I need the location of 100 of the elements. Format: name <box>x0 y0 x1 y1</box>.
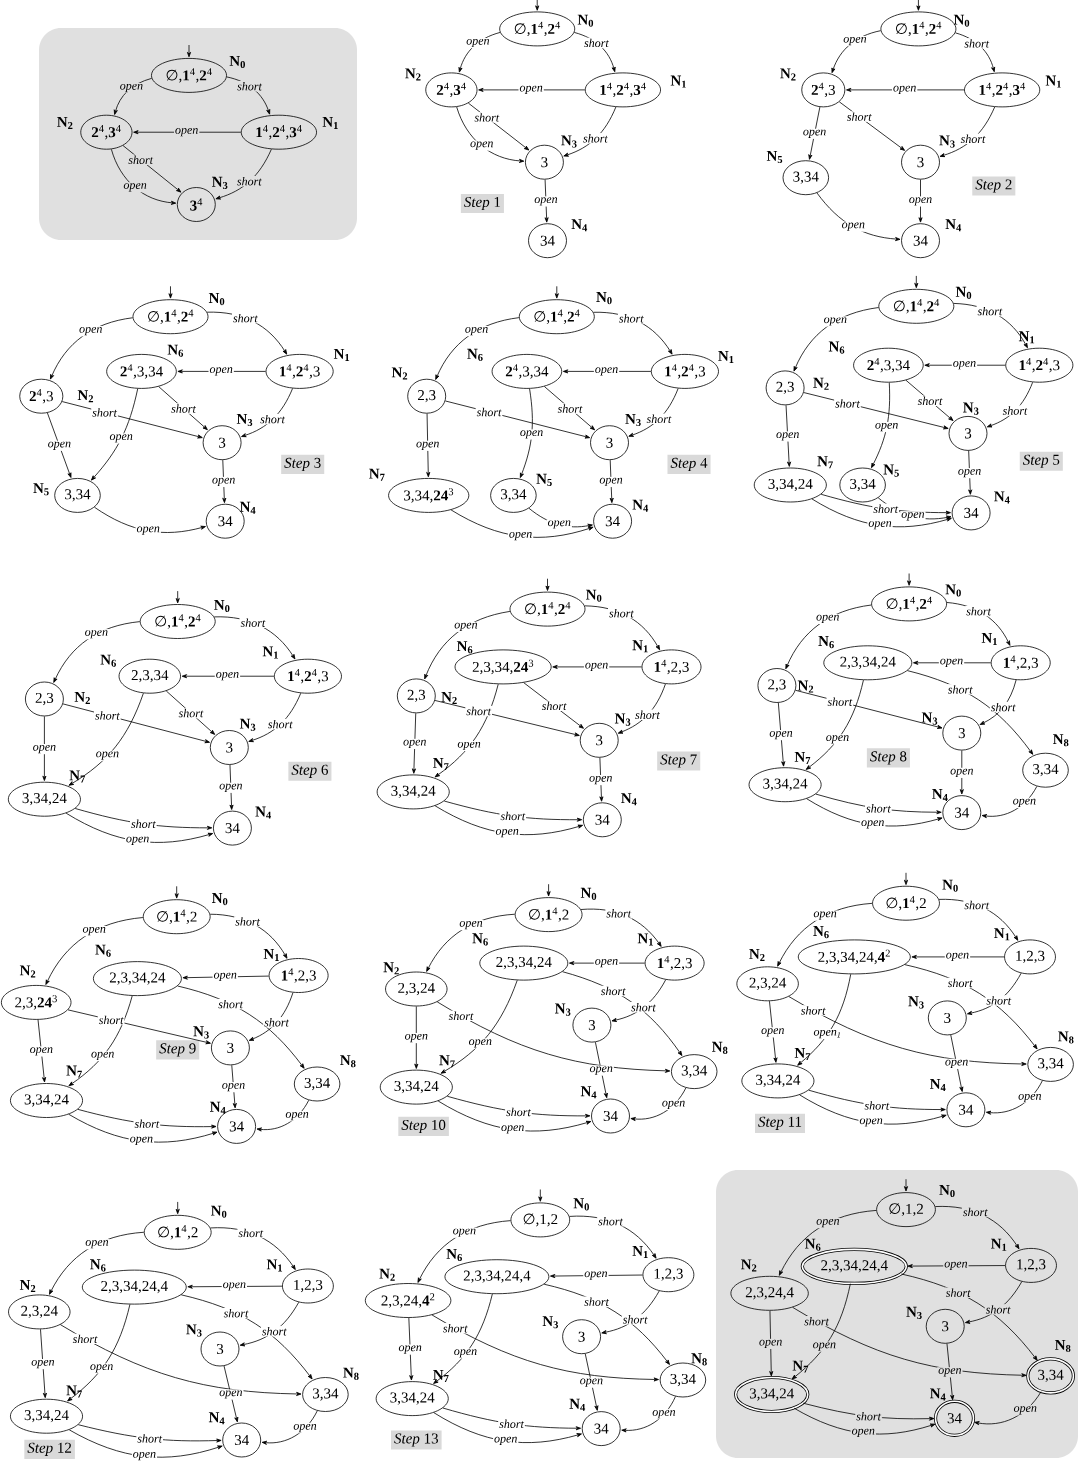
arrow <box>90 388 139 481</box>
edge-label: open <box>94 750 121 761</box>
edge-label: open <box>578 1377 605 1388</box>
edge-label: open <box>660 1099 687 1110</box>
edge-label: open <box>31 744 58 755</box>
edge-label: open <box>415 440 441 451</box>
state-name: N$_{6}$ <box>446 1248 462 1262</box>
edge-label: open <box>456 740 482 752</box>
state-name: N$_{7}$ <box>439 1055 455 1068</box>
edge-label: short <box>505 1106 532 1118</box>
state-name: N$_{3}$ <box>542 1316 559 1329</box>
edge-label: open <box>598 476 624 488</box>
edge-label: open <box>30 1358 56 1370</box>
arrow <box>47 412 72 478</box>
edge-label: open <box>867 520 893 531</box>
edge-label: short <box>473 112 501 123</box>
edge-label: open <box>937 1367 963 1378</box>
edge-label: short <box>985 995 1013 1006</box>
start-arrow <box>168 285 173 299</box>
edge-label: open <box>951 360 978 371</box>
state-name: N$_{7}$ <box>69 770 86 783</box>
state-name: N$_{5}$ <box>883 464 899 477</box>
edge-label: open <box>208 366 234 377</box>
edge-label: open <box>943 1058 970 1069</box>
state-name: N$_{0}$ <box>955 286 972 299</box>
arrow <box>113 77 153 115</box>
state-name: N$_{4}$ <box>994 491 1010 504</box>
edge-label: short <box>130 818 157 829</box>
state-name: N$_{1}$ <box>1018 331 1035 344</box>
state-name: N$_{8}$ <box>340 1055 356 1068</box>
edge-label: short <box>136 1433 163 1444</box>
edge-label: short <box>475 406 503 418</box>
arrow <box>239 1301 300 1347</box>
edge-label: short <box>605 908 633 919</box>
state-name: N$_{2}$ <box>57 116 73 129</box>
state-name: N$_{5}$ <box>766 150 783 164</box>
state-name: N$_{0}$ <box>212 893 228 906</box>
arrow <box>229 764 234 810</box>
state-name: N$_{0}$ <box>586 589 602 602</box>
edge-label: open <box>593 958 620 969</box>
edge-label: short <box>634 709 661 720</box>
edge-label: open <box>518 84 544 95</box>
edge-label: open <box>588 1065 614 1076</box>
state-name: N$_{0}$ <box>211 1205 227 1218</box>
state-name: N$_{6}$ <box>90 1259 106 1272</box>
state-name: N$_{3}$ <box>239 718 256 731</box>
state-name: N$_{0}$ <box>939 1184 955 1198</box>
state-name: N$_{4}$ <box>571 219 588 232</box>
state-name: N$_{3}$ <box>906 1306 922 1319</box>
edge-label: short <box>984 1304 1012 1315</box>
edge-label: open <box>507 531 534 542</box>
edge-label: short <box>630 1002 657 1013</box>
edge-label: short <box>266 718 294 730</box>
state-name: N$_{4}$ <box>930 1079 946 1091</box>
edge-label: open <box>546 519 572 530</box>
arrow <box>408 1317 414 1381</box>
edge-label: open <box>583 661 610 672</box>
edge-label: open <box>760 1027 786 1038</box>
state-name: N$_{3}$ <box>193 1026 209 1039</box>
state-name: N$_{2}$ <box>74 691 90 704</box>
arrow <box>523 682 584 729</box>
state-name: N$_{5}$ <box>33 483 49 496</box>
arrow <box>426 913 516 972</box>
arrow <box>411 712 417 774</box>
state-name: N$_{8}$ <box>1055 1339 1071 1353</box>
arrow <box>950 1034 964 1092</box>
state-name: N$_{3}$ <box>921 712 938 725</box>
arrow <box>68 995 133 1087</box>
edge-label: short <box>976 305 1004 317</box>
edge-label: open <box>403 1032 429 1044</box>
arrow <box>788 996 1027 1066</box>
state-name: N$_{2}$ <box>813 377 829 390</box>
arrow <box>871 382 891 469</box>
edge-label: open <box>284 1111 310 1122</box>
arrow <box>981 785 1038 819</box>
edge-label: open <box>775 431 801 442</box>
edge-label: open <box>758 1338 784 1349</box>
edge-label: short <box>97 1014 125 1026</box>
arrow <box>544 386 596 431</box>
edge-label: open <box>469 140 495 151</box>
arrow <box>241 388 293 438</box>
edge-label: open <box>583 1270 609 1281</box>
arrow <box>45 917 144 985</box>
arrow <box>158 386 208 431</box>
edge-label: open <box>218 1389 244 1400</box>
arrow <box>806 798 943 827</box>
start-arrow <box>554 285 559 299</box>
edge-label: open <box>840 221 866 232</box>
state-name: N$_{6}$ <box>813 926 829 939</box>
arrow <box>433 1412 582 1443</box>
edge-label: open <box>494 828 520 839</box>
edge-label: open <box>78 326 104 337</box>
state-name: N$_{5}$ <box>536 473 552 486</box>
state-name: N$_{0}$ <box>573 1198 589 1211</box>
arrow <box>630 1087 687 1122</box>
state-name: N$_{1}$ <box>1045 75 1061 88</box>
edge-label: short <box>855 1411 882 1422</box>
arrow <box>434 683 499 778</box>
arrow <box>777 702 786 767</box>
edge-label: short <box>989 701 1017 713</box>
